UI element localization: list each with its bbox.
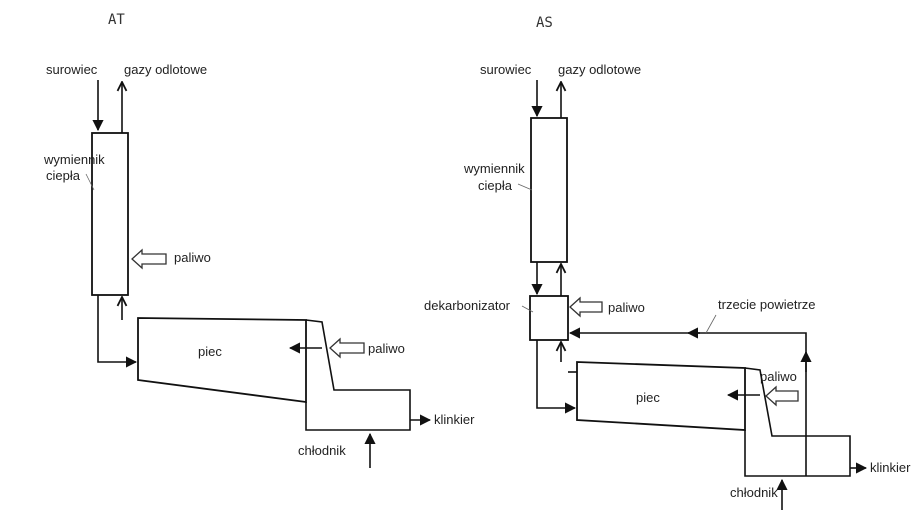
at-exchanger-fuel-arrow [131, 248, 167, 270]
as-exchanger-label-line1: wymiennik [463, 161, 525, 176]
as-kiln-label: piec [636, 390, 660, 405]
as-surowiec-label: surowiec [480, 62, 532, 77]
as-dekarb-leader [521, 305, 534, 313]
as-gazy-label: gazy odlotowe [558, 62, 641, 77]
as-dekarbonizator-label: dekarbonizator [424, 298, 511, 313]
diagram-at-title: AT [108, 12, 125, 28]
as-dekarbonizator [529, 295, 569, 341]
as-kiln-fuel-arrow [765, 385, 799, 407]
at-cooler [305, 319, 411, 431]
at-kiln-label: piec [198, 344, 222, 359]
as-heat-exchanger [530, 117, 568, 263]
diagram-at: AT wymiennik ciepła surowiec gazy odloto… [43, 12, 475, 468]
at-kiln-fuel-arrow [329, 337, 365, 359]
as-chlodnik-label: chłodnik [730, 485, 778, 500]
diagram-as: AS wymiennik ciepła surowiec gazy odloto… [424, 15, 911, 510]
diagram-as-title: AS [536, 15, 553, 31]
at-exchanger-label-line1: wymiennik [43, 152, 105, 167]
at-exchanger-fuel-label: paliwo [174, 250, 211, 265]
as-tertiary-air-duct [568, 327, 807, 476]
as-kiln-fuel-label: paliwo [760, 369, 797, 384]
at-feed-to-kiln [97, 295, 138, 368]
as-cooler [744, 367, 851, 477]
at-heat-exchanger [91, 132, 129, 296]
at-chlodnik-label: chłodnik [298, 443, 346, 458]
at-exchanger-label-line2: ciepła [46, 168, 81, 183]
as-kiln [576, 361, 746, 431]
as-exchanger-label-line2: ciepła [478, 178, 513, 193]
as-trzecie-leader [705, 314, 717, 334]
as-dekarb-fuel-arrow [569, 296, 603, 318]
as-klinkier-label: klinkier [870, 460, 911, 475]
at-gazy-label: gazy odlotowe [124, 62, 207, 77]
at-kiln [137, 317, 307, 404]
as-dekarb-fuel-label: paliwo [608, 300, 645, 315]
at-exchanger-leader [85, 173, 95, 191]
as-exchanger-leader [517, 183, 533, 191]
as-trzecie-label: trzecie powietrze [718, 297, 816, 312]
as-feed-to-kiln [536, 340, 577, 414]
at-klinkier-label: klinkier [434, 412, 475, 427]
at-surowiec-label: surowiec [46, 62, 98, 77]
at-kiln-fuel-label: paliwo [368, 341, 405, 356]
